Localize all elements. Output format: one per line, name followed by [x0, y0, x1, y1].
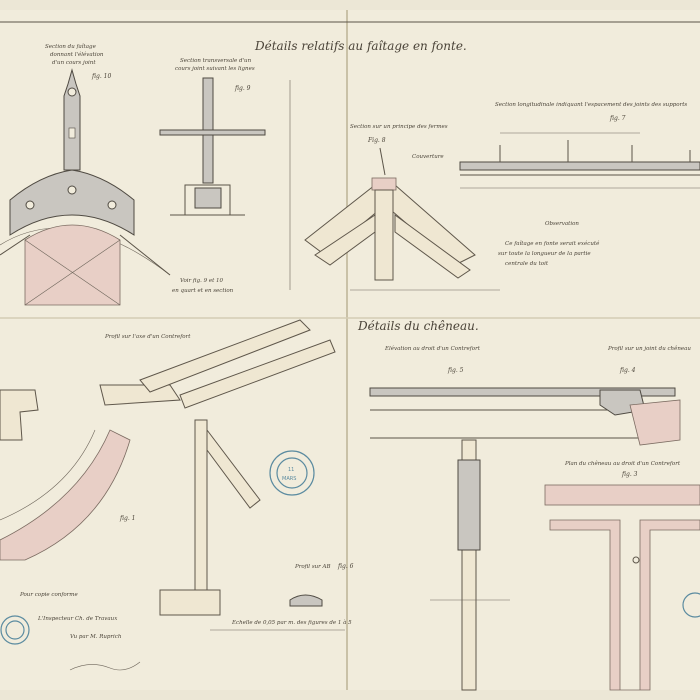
fig10-slope-left [0, 234, 31, 256]
fig8-strut-left [314, 214, 376, 266]
title-middle: Détails du chêneau. [357, 319, 479, 333]
fig10-caption2: donnant l'élévation [50, 51, 104, 58]
fig1-brace [206, 428, 261, 509]
fig10-finial-slot [68, 127, 76, 139]
fig9-label: fig. 9 [234, 85, 251, 92]
stamp-right-edge [682, 592, 700, 618]
fig10-caption: Section du faîtage [45, 43, 97, 50]
fig9-caption2: cours joint suivant les lignes [175, 66, 255, 72]
obs-line3: centrale du toit [505, 261, 549, 267]
figure-10: Section du faîtage donnant l'élévation d… [0, 43, 171, 306]
stamp-middle-inner [276, 457, 308, 489]
obs-line1: Ce faîtage en fonte serait exécuté [505, 240, 600, 247]
sig-inspecteur: L'Inspecteur Ch. de Travaux [37, 616, 118, 622]
fig4-block [629, 399, 681, 446]
figure-3: Plan du chêneau au droit d'un Contrefort… [544, 460, 700, 691]
fig5-label: fig. 5 [447, 367, 464, 374]
sig-copie: Pour copie conforme [19, 592, 79, 598]
fig10-caption3: d'un cours joint [52, 60, 96, 66]
fig10-label: fig. 10 [91, 73, 111, 80]
note-voir2: en quart et en section [172, 288, 234, 294]
stamp-middle [269, 450, 315, 496]
stamp-middle-text1: 11 [288, 467, 294, 473]
fig1-vault-inner [0, 429, 96, 521]
fig7-caption: Section longitudinale indiquant l'espace… [495, 102, 687, 108]
note-scale: Echelle de 0,05 par m. des figures de 1 … [231, 619, 352, 626]
figure-5: Elévation au droit d'un Contrefort fig. … [369, 345, 680, 691]
fig10-bolt-right [107, 200, 117, 210]
sig-vu: Vu par M. Ruprich [70, 634, 122, 640]
fig10-bolt-left [25, 200, 35, 210]
figure-8: Section sur un principe des fermes Fig. … [304, 124, 500, 291]
fig8-note: Couverture [412, 154, 444, 160]
fig10-finial-ball [67, 87, 77, 97]
fig8-kingpost [374, 189, 394, 281]
fig10-housing [9, 169, 135, 236]
fig4-label: fig. 4 [619, 367, 636, 374]
fig7-label: fig. 7 [609, 115, 626, 122]
fig10-bolt-center [67, 185, 77, 195]
fig1-rafter-2 [179, 339, 336, 409]
fig3-outlet-plan [549, 519, 700, 691]
fig7-rail [459, 161, 700, 171]
fig3-caption: Plan du chêneau au droit d'un Contrefort [564, 460, 681, 467]
signature-flourish [69, 661, 141, 671]
obs-title: Observation [545, 221, 579, 227]
fig8-caption: Section sur un principe des fermes [350, 124, 448, 130]
fig8-ridge-block [371, 177, 397, 191]
stamp-bottom-left-inner [5, 620, 25, 640]
fig8-strut-right [394, 214, 471, 279]
fig9-base-frame [184, 184, 231, 215]
fig9-crossbar [159, 129, 266, 136]
sheet-area [0, 10, 700, 690]
fig1-label: fig. 1 [119, 515, 135, 522]
fig4-caption: Profil sur un joint du chêneau [607, 345, 691, 352]
fig8-label: Fig. 8 [367, 137, 386, 144]
fig8-finial [379, 147, 386, 176]
stamp-bottom-left [0, 615, 30, 645]
fig1-cornice-left [0, 389, 39, 441]
fig9-base-block [194, 187, 222, 209]
fig6-label: fig. 6 [337, 563, 354, 570]
note-voir: Voir fig. 9 et 10 [180, 278, 224, 284]
obs-line2: sur toute la longueur de la partie [498, 251, 591, 257]
fig1-vault [0, 429, 131, 561]
figure-4: Profil sur un joint du chêneau fig. 4 [599, 345, 691, 446]
figure-1: Profil sur l'axe d'un Contrefort fig. 1 [0, 319, 345, 631]
fig3-gutter-plan [544, 484, 700, 506]
figure-9: Section transversale d'un cours joint su… [159, 58, 291, 290]
figure-7: Section longitudinale indiquant l'espace… [459, 102, 700, 189]
fig1-caption: Profil sur l'axe d'un Contrefort [104, 334, 191, 340]
fig3-label: fig. 3 [621, 471, 638, 478]
fig1-foot [159, 589, 221, 616]
fig3-pipe-ring [632, 556, 640, 564]
fig9-caption: Section transversale d'un [180, 58, 252, 64]
fig5-downpipe [457, 459, 481, 551]
fig10-cross-b [24, 239, 121, 306]
fig5-gutter [369, 387, 676, 397]
fig6-profile [289, 594, 323, 607]
stamp-middle-text2: MARS [282, 476, 296, 482]
fig5-caption: Elévation au droit d'un Contrefort [384, 345, 481, 352]
fig1-post [194, 419, 208, 591]
title-top: Détails relatifs au faîtage en fonte. [254, 39, 467, 53]
fig1-rafter-1 [139, 319, 311, 393]
fig10-rafter-block [24, 224, 121, 306]
fig10-slope-right [119, 234, 171, 276]
fig6-caption: Profil sur AB [294, 564, 331, 570]
